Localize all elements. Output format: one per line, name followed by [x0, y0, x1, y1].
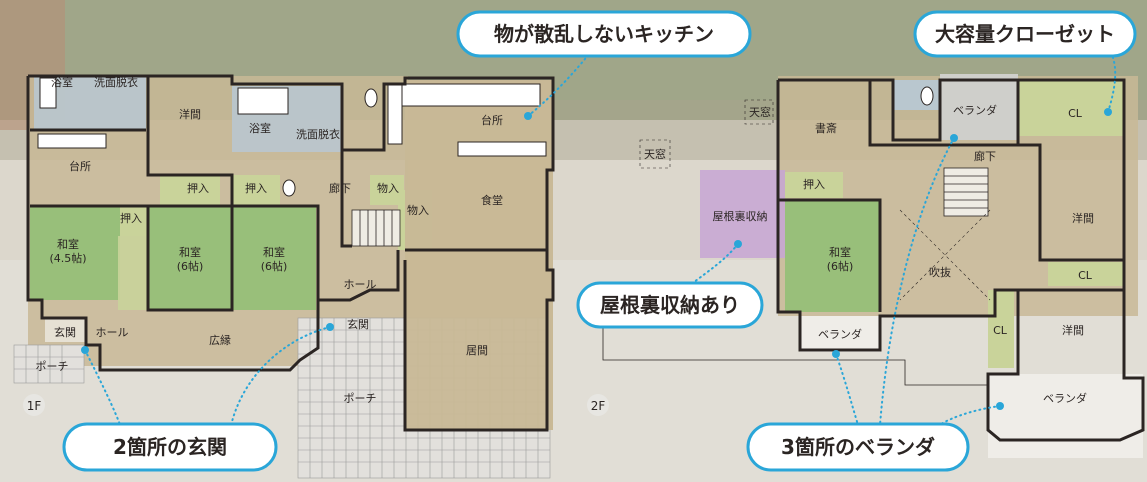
label-genkan1: 玄関 — [54, 325, 76, 339]
callout-kitchen-text: 物が散乱しないキッチン — [494, 22, 714, 46]
label-washitsu3-size: (6帖) — [261, 260, 288, 273]
label-hall1: ホール — [344, 278, 377, 291]
walls-1f — [26, 74, 555, 432]
label-hall2: ホール — [96, 326, 129, 339]
washitsu-6-tatami-a — [148, 206, 232, 310]
label-closet-2f: 押入 — [803, 177, 825, 191]
label-washitsu-2f-size: (6帖) — [827, 260, 854, 273]
label-western-right: 洋間 — [1072, 211, 1094, 225]
label-washitsu2: 和室 — [179, 245, 201, 259]
toilet-icon — [364, 88, 378, 108]
label-closet3: 押入 — [120, 211, 142, 225]
callout-entrances-text: 2箇所の玄関 — [113, 435, 227, 459]
label-void: 吹抜 — [929, 265, 951, 279]
floor-1-badge — [23, 394, 45, 416]
toilet-icon — [282, 179, 296, 197]
label-porch1: ポーチ — [36, 360, 69, 373]
porch-grid-left — [13, 344, 85, 384]
label-wash: 洗面脱衣 — [296, 127, 340, 141]
label-skylight2: 天窓 — [749, 105, 771, 119]
label-bath: 浴室 — [249, 121, 271, 135]
label-closet2: 押入 — [245, 181, 267, 195]
label-skylight1: 天窓 — [644, 147, 666, 161]
label-veranda-top: ベランダ — [953, 103, 997, 117]
callout-attic: 屋根裏収納あり — [576, 281, 764, 329]
label-living: 居間 — [466, 344, 488, 357]
walls-2f — [776, 78, 1145, 442]
callout-verandas-text: 3箇所のベランダ — [781, 435, 935, 459]
stairs-2f — [943, 167, 989, 217]
washitsu-2f — [785, 200, 879, 312]
floor-2-label: 2F — [591, 399, 606, 413]
label-closet6: 物入 — [407, 203, 429, 217]
label-cl-bottom: CL — [993, 324, 1008, 337]
label-western-bottom: 洋間 — [1062, 323, 1084, 337]
label-cl-top: CL — [1068, 107, 1083, 120]
label-cl-mid: CL — [1078, 269, 1093, 282]
washitsu-4-5-tatami — [30, 206, 120, 300]
label-washitsu3: 和室 — [263, 245, 285, 259]
label-kitchen-right: 台所 — [481, 113, 503, 127]
label-dining: 食堂 — [481, 193, 503, 207]
label-western: 洋間 — [179, 107, 201, 121]
kitchen-counter — [387, 83, 541, 107]
label-corridor-1f: 廊下 — [329, 181, 351, 195]
label-genkan2: 玄関 — [347, 317, 369, 331]
label-porch2: ポーチ — [344, 392, 377, 405]
callout-kitchen: 物が散乱しないキッチン — [456, 10, 752, 58]
floor-1-label: 1F — [27, 399, 42, 413]
veranda-right-area — [988, 374, 1143, 458]
label-study: 書斎 — [815, 121, 837, 135]
floor-2-plan: 天窓 天窓 屋根裏収納 書斎 押入 和室 (6帖) ベランダ 廊下 CL 洋間 … — [587, 54, 1145, 458]
floor-2-badge — [587, 394, 609, 416]
label-attic-storage: 屋根裏収納 — [713, 209, 768, 223]
label-bath-small: 浴室 — [51, 75, 73, 89]
washitsu-6-tatami-b — [232, 206, 316, 310]
label-engawa: 広縁 — [209, 333, 231, 347]
bathtub-icon — [237, 87, 289, 115]
attic-storage-area — [700, 170, 785, 258]
label-washitsu-2f: 和室 — [829, 245, 851, 259]
label-closet5: 物入 — [377, 181, 399, 195]
stairs-1f — [351, 209, 401, 247]
label-closet1: 押入 — [187, 181, 209, 195]
toilet-icon — [920, 86, 934, 106]
label-veranda-left: ベランダ — [818, 327, 862, 341]
closet-top — [1018, 80, 1123, 136]
label-washitsu1: 和室 — [57, 237, 79, 251]
callout-entrances: 2箇所の玄関 — [62, 422, 278, 472]
callout-verandas: 3箇所のベランダ — [746, 422, 970, 472]
label-corridor-2f: 廊下 — [974, 149, 996, 163]
label-kitchen-left: 台所 — [69, 159, 91, 173]
callout-attic-text: 屋根裏収納あり — [600, 293, 740, 317]
callout-closet: 大容量クローゼット — [913, 10, 1137, 58]
callout-closet-text: 大容量クローゼット — [935, 22, 1115, 46]
floor-1-plan: 浴室 洗面脱衣 洋間 台所 浴室 洗面脱衣 台所 食堂 居間 押入 押入 押入 … — [13, 39, 601, 479]
label-washitsu1-size: (4.5帖) — [49, 252, 86, 265]
label-washitsu2-size: (6帖) — [177, 260, 204, 273]
label-wash-small: 洗面脱衣 — [94, 75, 138, 89]
label-veranda-right: ベランダ — [1043, 391, 1087, 405]
